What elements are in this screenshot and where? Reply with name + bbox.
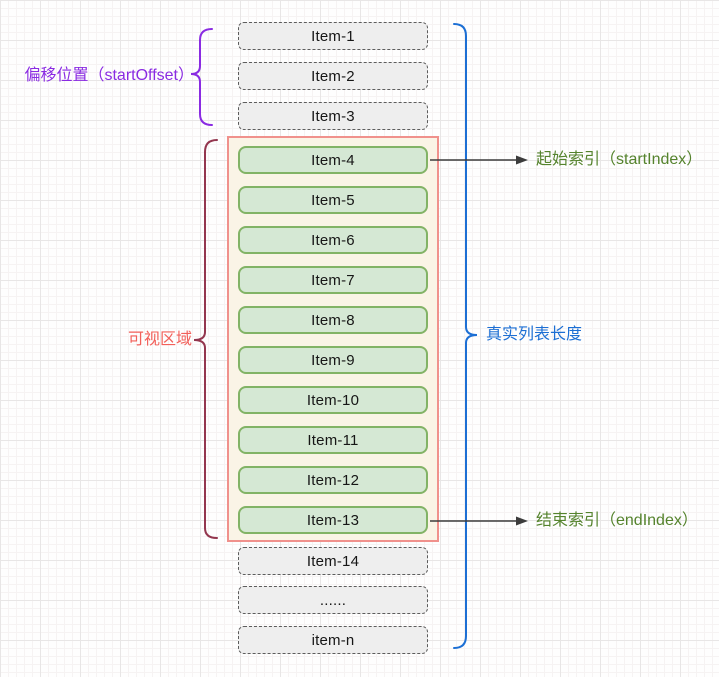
list-item: item-n [238, 626, 428, 654]
list-item: Item-11 [238, 426, 428, 454]
offset-brace-icon [188, 26, 216, 128]
list-item: Item-1 [238, 22, 428, 50]
list-item: Item-12 [238, 466, 428, 494]
real-length-brace-icon [452, 18, 480, 654]
end-index-arrow-icon [428, 514, 532, 528]
list-item: ...... [238, 586, 428, 614]
real-list-length-label: 真实列表长度 [486, 326, 583, 343]
list-item: Item-2 [238, 62, 428, 90]
list-item: Item-8 [238, 306, 428, 334]
list-item: Item-4 [238, 146, 428, 174]
offset-label: 偏移位置（startOffset） [24, 67, 194, 84]
start-index-label: 起始索引（startIndex） [536, 151, 703, 168]
list-item: Item-5 [238, 186, 428, 214]
list-item: Item-9 [238, 346, 428, 374]
viewport-brace-icon [191, 138, 219, 540]
list-item: Item-14 [238, 547, 428, 575]
viewport-label: 可视区域 [127, 331, 192, 348]
list-item: Item-13 [238, 506, 428, 534]
start-index-arrow-icon [428, 153, 532, 167]
list-item: Item-10 [238, 386, 428, 414]
end-index-label: 结束索引（endIndex） [536, 512, 698, 529]
list-item: Item-3 [238, 102, 428, 130]
list-item: Item-6 [238, 226, 428, 254]
list-item: Item-7 [238, 266, 428, 294]
